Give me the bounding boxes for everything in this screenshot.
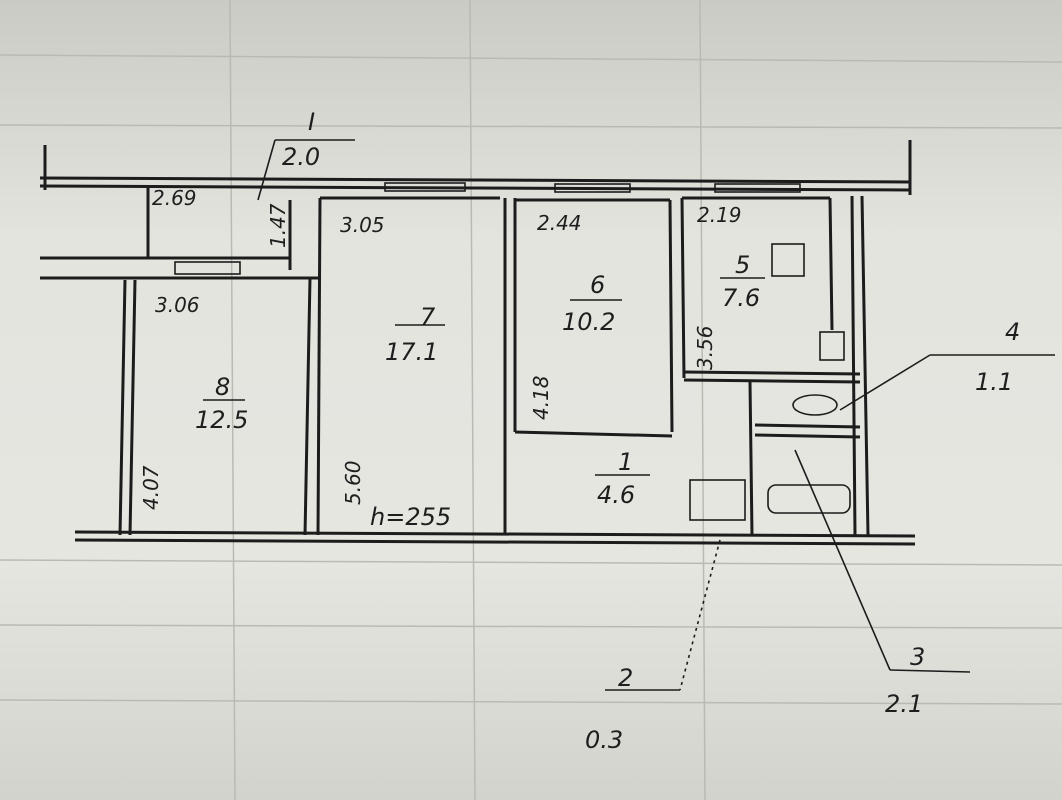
svg-text:2.1: 2.1 — [885, 690, 923, 718]
balcony-area: 2.0 — [282, 143, 320, 171]
svg-text:7.6: 7.6 — [722, 284, 760, 312]
balcony-width: 2.69 — [152, 186, 197, 210]
svg-text:2.44: 2.44 — [537, 211, 582, 235]
room-6: 2.44 6 10.2 4.18 — [529, 211, 622, 420]
sink-icon — [819, 331, 845, 361]
balcony-label: I 2.0 2.69 1.47 — [152, 108, 320, 248]
svg-text:5.60: 5.60 — [341, 460, 365, 505]
balcony-number: I — [308, 108, 315, 136]
toilet-icon — [792, 394, 838, 416]
svg-text:2.19: 2.19 — [697, 203, 742, 227]
room-1: 1 4.6 — [595, 448, 650, 509]
walls — [39, 140, 916, 546]
svg-text:0.3: 0.3 — [585, 726, 623, 754]
svg-text:7: 7 — [420, 303, 436, 331]
balcony-depth: 1.47 — [266, 203, 290, 248]
svg-text:3.06: 3.06 — [155, 293, 200, 317]
closet-icon — [689, 479, 746, 521]
svg-text:2: 2 — [618, 664, 633, 692]
bathtub-icon — [767, 484, 851, 514]
room-2: 2 0.3 — [585, 664, 633, 754]
svg-text:17.1: 17.1 — [385, 338, 438, 366]
svg-text:10.2: 10.2 — [562, 308, 615, 336]
fixtures — [257, 139, 1055, 691]
room-4: 4 1.1 — [975, 318, 1020, 396]
svg-text:1.1: 1.1 — [975, 368, 1013, 396]
room-8: 3.06 8 12.5 4.07 — [139, 293, 248, 510]
stove-icon — [771, 243, 805, 277]
room-3: 3 2.1 — [885, 643, 925, 718]
svg-text:4.6: 4.6 — [597, 481, 635, 509]
svg-text:6: 6 — [590, 271, 605, 299]
svg-text:4.07: 4.07 — [139, 465, 163, 510]
svg-text:5: 5 — [735, 251, 750, 279]
svg-text:8: 8 — [215, 373, 230, 401]
svg-text:12.5: 12.5 — [195, 406, 248, 434]
svg-text:3: 3 — [910, 643, 925, 671]
ceiling-height: h=255 — [370, 503, 451, 531]
svg-text:4: 4 — [1005, 318, 1020, 346]
windows — [174, 182, 801, 275]
room-5: 2.19 5 7.6 3.56 — [693, 203, 765, 370]
room-7: 3.05 7 17.1 5.60 h=255 — [340, 213, 451, 531]
svg-text:3.56: 3.56 — [693, 325, 717, 370]
svg-text:3.05: 3.05 — [340, 213, 385, 237]
svg-text:1: 1 — [618, 448, 633, 476]
svg-text:4.18: 4.18 — [529, 375, 553, 420]
